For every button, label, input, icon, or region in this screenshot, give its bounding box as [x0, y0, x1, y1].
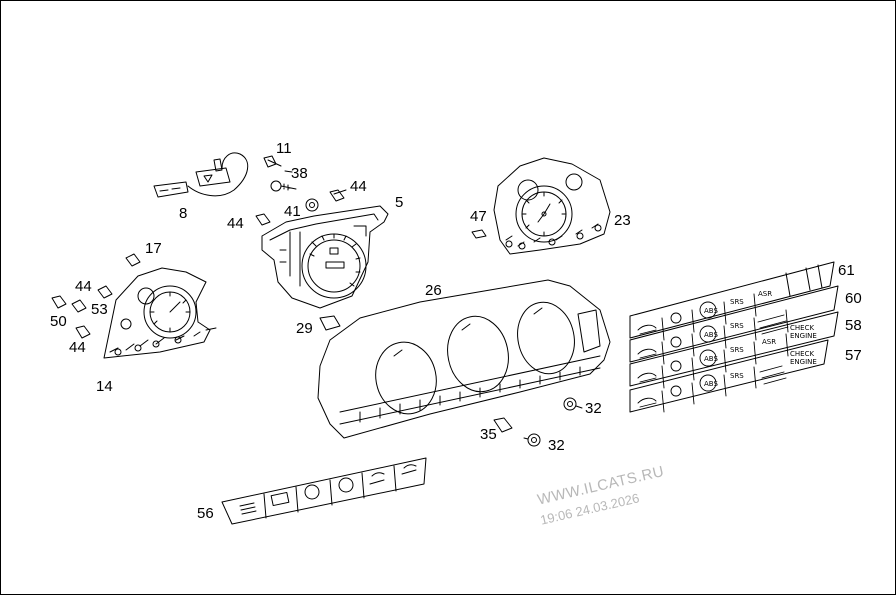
callout-44[interactable]: 44: [350, 178, 367, 195]
callout-38[interactable]: 38: [291, 165, 308, 182]
part-44-bulb-a[interactable]: [329, 189, 347, 202]
warning-strip-57[interactable]: [629, 339, 829, 413]
srs-label: SRS: [730, 298, 744, 306]
callout-32[interactable]: 32: [548, 437, 565, 454]
callout-53[interactable]: 53: [91, 301, 108, 318]
part-32-screw-b[interactable]: [523, 433, 541, 447]
callout-17[interactable]: 17: [145, 240, 162, 257]
srs-label: SRS: [730, 346, 744, 354]
abs-label: ABS: [704, 380, 718, 388]
srs-label: SRS: [730, 322, 744, 330]
callout-58[interactable]: 58: [845, 317, 862, 334]
callout-47[interactable]: 47: [470, 208, 487, 225]
check-label: CHECK: [790, 324, 814, 332]
part-44-bulb-b[interactable]: [255, 213, 271, 226]
warning-strip-icons: [637, 293, 789, 413]
abs-label: ABS: [704, 307, 718, 315]
callout-44[interactable]: 44: [227, 215, 244, 232]
abs-label: ABS: [704, 331, 718, 339]
callout-41[interactable]: 41: [284, 203, 301, 220]
part-32-screw-a[interactable]: [563, 397, 583, 411]
warning-strip-61[interactable]: [629, 261, 835, 339]
callout-35[interactable]: 35: [480, 426, 497, 443]
abs-label: ABS: [704, 355, 718, 363]
srs-label: SRS: [730, 372, 744, 380]
warning-strip-60[interactable]: [629, 285, 839, 363]
callout-57[interactable]: 57: [845, 347, 862, 364]
part-38-screw[interactable]: [270, 170, 297, 192]
callout-8[interactable]: 8: [179, 205, 188, 222]
asr-label: ASR: [758, 290, 772, 298]
part-29-connector[interactable]: [319, 315, 341, 331]
part-23-gauge-cluster[interactable]: [493, 157, 611, 255]
part-26-cluster-housing[interactable]: [317, 279, 611, 439]
engine-label: ENGINE: [790, 358, 817, 366]
callout-23[interactable]: 23: [614, 212, 631, 229]
part-14-left-gauge[interactable]: [103, 267, 217, 359]
callout-60[interactable]: 60: [845, 290, 862, 307]
callout-29[interactable]: 29: [296, 320, 313, 337]
part-5-speedometer[interactable]: [261, 205, 389, 309]
part-53-bulb[interactable]: [71, 299, 87, 313]
check-label: CHECK: [790, 350, 814, 358]
callout-26[interactable]: 26: [425, 282, 442, 299]
callout-11[interactable]: 11: [276, 140, 292, 157]
callout-56[interactable]: 56: [197, 505, 214, 522]
part-35-bulb[interactable]: [493, 417, 513, 433]
part-11-bulb[interactable]: [263, 155, 282, 168]
callout-61[interactable]: 61: [838, 262, 855, 279]
callout-44[interactable]: 44: [69, 339, 86, 356]
part-44-bulb-c[interactable]: [97, 285, 113, 299]
callout-44[interactable]: 44: [75, 278, 92, 295]
warning-strip-58[interactable]: [629, 311, 839, 387]
part-47-bulb[interactable]: [471, 229, 487, 239]
callout-32[interactable]: 32: [585, 400, 602, 417]
part-41-washer[interactable]: [305, 198, 319, 212]
part-8-switch-cable[interactable]: [153, 152, 249, 198]
part-44-bulb-d[interactable]: [75, 325, 91, 339]
asr-label: ASR: [762, 338, 776, 346]
part-56-indicator-strip[interactable]: [221, 457, 427, 525]
part-50-bulb[interactable]: [51, 295, 67, 309]
warning-strip-text: ABS SRS ASR ABS SRS CHECK ENGINE ABS SRS…: [704, 290, 817, 388]
part-17-bulb[interactable]: [125, 253, 141, 267]
callout-5[interactable]: 5: [395, 194, 404, 211]
callout-14[interactable]: 14: [96, 378, 113, 395]
engine-label: ENGINE: [790, 332, 817, 340]
callout-50[interactable]: 50: [50, 313, 67, 330]
